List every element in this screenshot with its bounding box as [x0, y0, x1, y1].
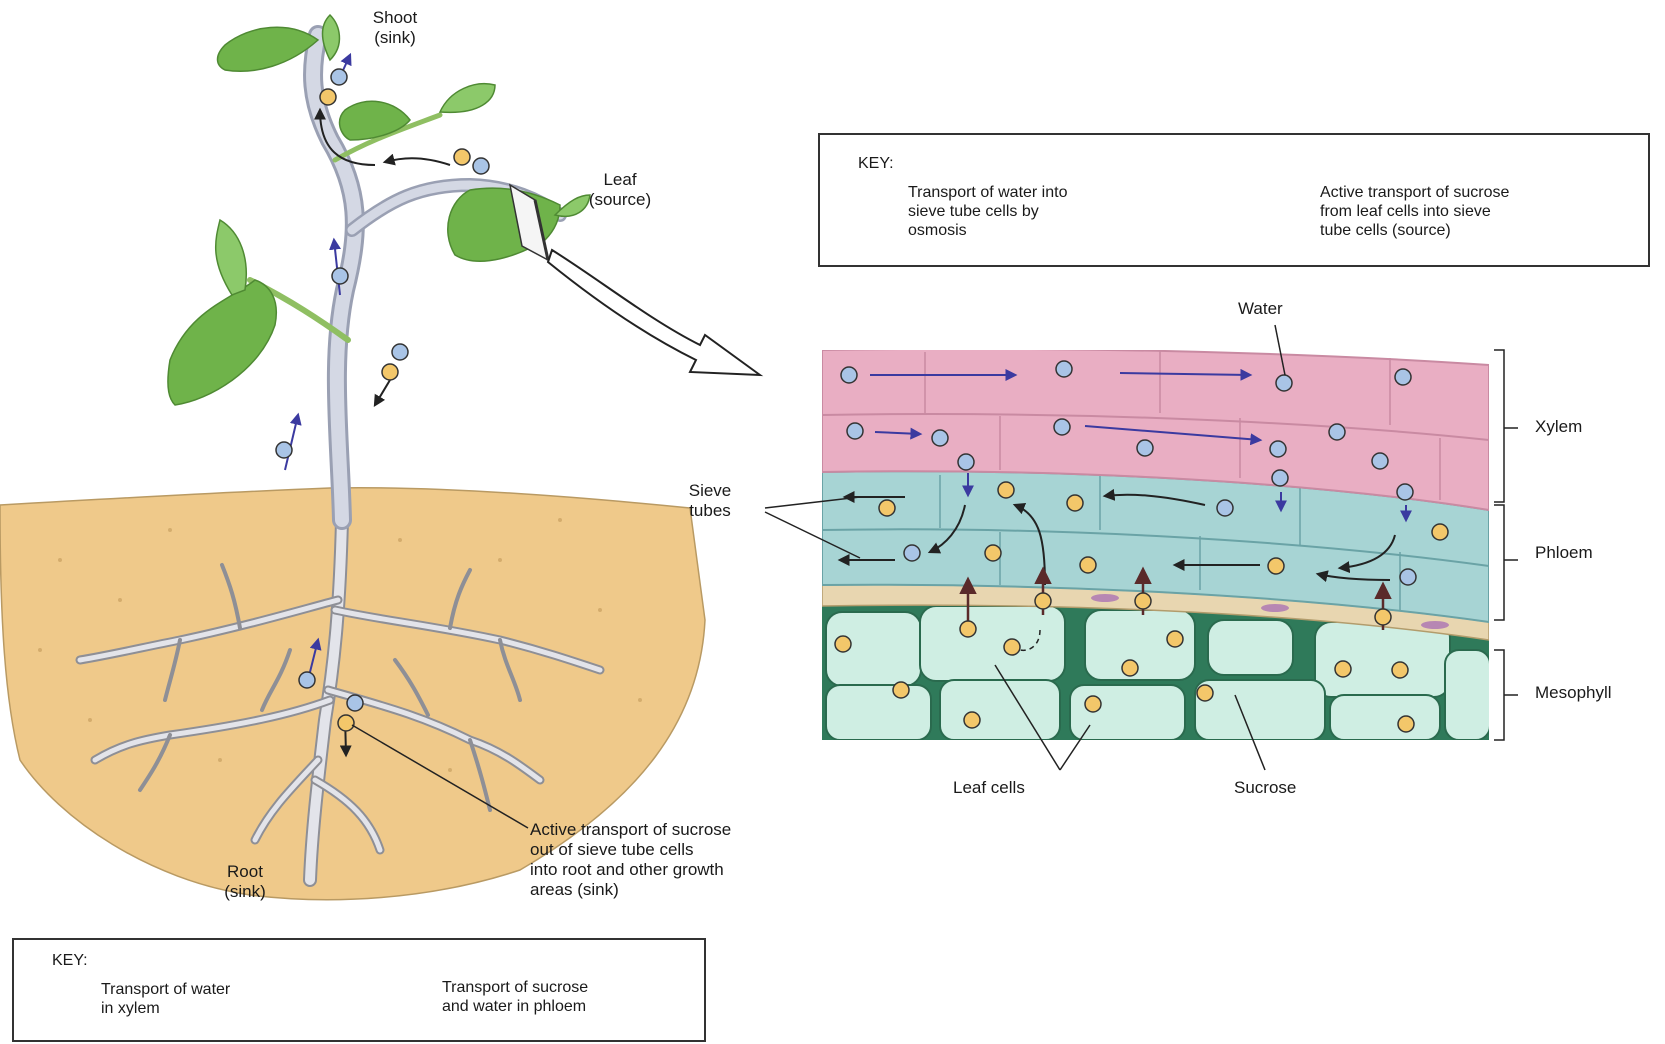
- key-top-sucrose-active: Active transport of sucrose from leaf ce…: [1320, 183, 1640, 240]
- water-molecule: [347, 695, 363, 711]
- root-label: Root (sink): [200, 862, 290, 902]
- xylem-label: Xylem: [1535, 417, 1582, 437]
- shoot-label: Shoot (sink): [350, 8, 440, 48]
- key-bottom-water-xylem: Transport of water in xylem: [101, 980, 321, 1018]
- tissue-section: [822, 349, 1490, 740]
- key-bottom-phloem: Transport of sucrose and water in phloem: [442, 978, 692, 1016]
- water-molecule: [299, 672, 315, 688]
- root-annotation: Active transport of sucrose out of sieve…: [530, 820, 830, 900]
- sucrose-molecule: [320, 89, 336, 105]
- water-molecule: [473, 158, 489, 174]
- water-molecule: [276, 442, 292, 458]
- key-top: KEY: Transport of water into sieve tube …: [818, 133, 1650, 267]
- mesophyll-label: Mesophyll: [1535, 683, 1612, 703]
- key-top-water-osmosis: Transport of water into sieve tube cells…: [908, 183, 1208, 240]
- sucrose-molecule: [338, 715, 354, 731]
- sieve-tubes-label: Sieve tubes: [670, 481, 750, 521]
- sucrose-molecule: [382, 364, 398, 380]
- water-molecule: [392, 344, 408, 360]
- stem: [250, 35, 560, 520]
- key-bottom: KEY: Transport of water in xylem Transpo…: [12, 938, 706, 1042]
- leaf-label: Leaf (source): [570, 170, 670, 210]
- water-molecule: [331, 69, 347, 85]
- water-molecule: [332, 268, 348, 284]
- sucrose-label: Sucrose: [1234, 778, 1296, 798]
- key-bottom-title: KEY:: [52, 952, 88, 970]
- water-label: Water: [1238, 299, 1283, 319]
- zoom-arrow: [548, 250, 760, 375]
- key-top-title: KEY:: [858, 155, 894, 173]
- leaf-cells-label: Leaf cells: [953, 778, 1025, 798]
- phloem-label: Phloem: [1535, 543, 1593, 563]
- sucrose-molecule: [454, 149, 470, 165]
